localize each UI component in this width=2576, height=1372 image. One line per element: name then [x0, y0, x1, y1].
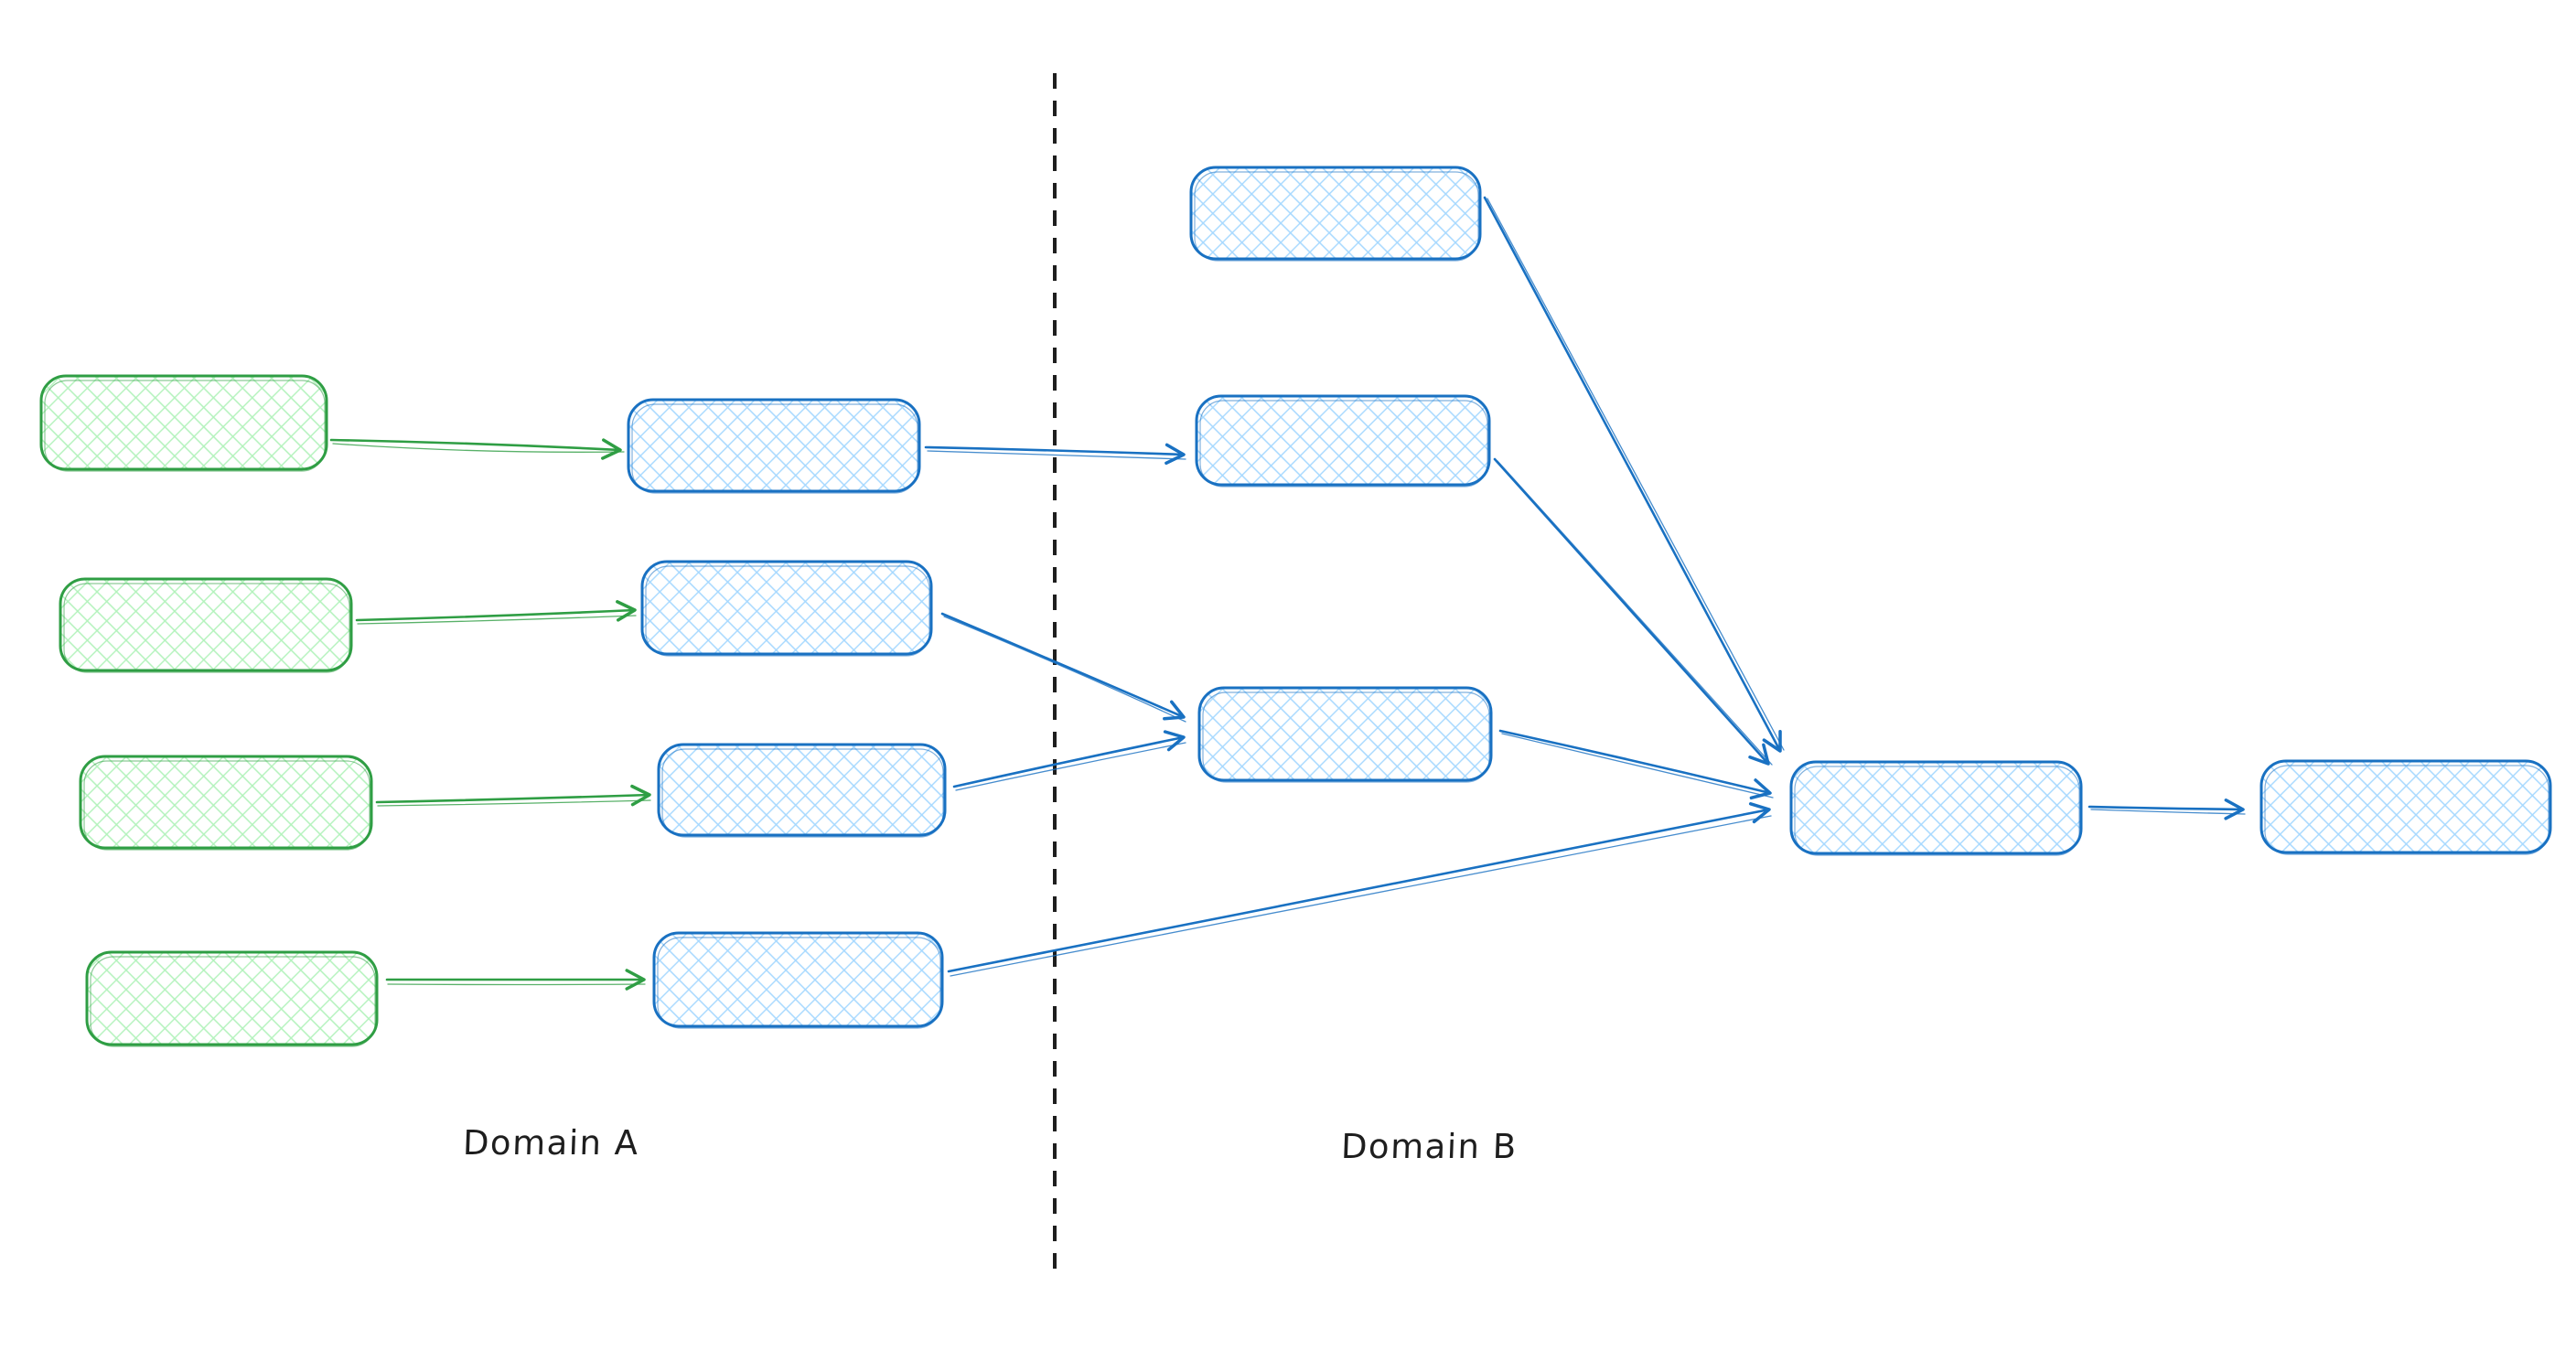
edge-a-source-4--a-stage-4[interactable]: [385, 969, 646, 991]
node-a-stage-3-sketch-stroke: [661, 748, 944, 838]
domain-b-label[interactable]: Domain B: [1340, 1127, 1519, 1166]
edge-a-stage-3--b-stage-3[interactable]: [952, 730, 1186, 791]
node-a-source-1[interactable]: [39, 374, 328, 471]
node-b-stage-3-sketch-stroke: [1202, 691, 1490, 783]
edge-a-stage-1--b-stage-2[interactable]: [924, 443, 1186, 466]
edge-stroke: [357, 615, 637, 625]
node-a-source-3[interactable]: [79, 755, 373, 850]
node-b-output-sketch-stroke: [2264, 765, 2549, 855]
edge-stroke: [1501, 733, 1774, 799]
node-b-stage-2[interactable]: [1195, 394, 1491, 487]
node-a-source-1-sketch-stroke: [44, 380, 326, 472]
edge-stroke: [1487, 198, 1785, 751]
edge-a-stage-4--b-hub[interactable]: [947, 802, 1772, 977]
node-b-stage-3[interactable]: [1197, 686, 1493, 782]
edge-stroke: [387, 983, 646, 986]
node-b-hub[interactable]: [1789, 760, 2083, 855]
node-b-output[interactable]: [2259, 759, 2552, 854]
edge-stroke: [1483, 196, 1782, 753]
edge-stroke: [375, 784, 651, 807]
edge-stroke: [955, 742, 1186, 791]
edge-stroke: [952, 730, 1186, 788]
edge-stroke: [355, 600, 637, 622]
node-b-stage-1-sketch-stroke: [1194, 171, 1479, 262]
edge-a-source-3--a-stage-3[interactable]: [375, 784, 651, 807]
edge-stroke: [927, 450, 1186, 460]
node-b-hub-sketch-stroke: [1794, 766, 2080, 856]
node-a-source-2-sketch-stroke: [63, 583, 350, 673]
edge-stroke: [943, 616, 1186, 723]
node-a-stage-1-sketch-stroke: [631, 403, 918, 494]
node-a-source-2[interactable]: [59, 577, 353, 672]
node-a-stage-3[interactable]: [657, 743, 947, 837]
edge-stroke: [1498, 729, 1772, 800]
edge-stroke: [924, 443, 1186, 466]
node-a-source-4-sketch-stroke: [90, 956, 376, 1047]
edge-stroke: [940, 612, 1186, 721]
node-a-source-4[interactable]: [85, 950, 379, 1046]
node-a-stage-4[interactable]: [652, 931, 944, 1028]
domain-a-label[interactable]: Domain A: [462, 1123, 640, 1163]
edge-stroke: [950, 815, 1772, 977]
node-b-stage-2-sketch-stroke: [1199, 400, 1488, 488]
edge-b-stage-3--b-hub[interactable]: [1498, 729, 1774, 800]
node-a-stage-2-sketch-stroke: [645, 565, 930, 657]
edge-a-source-1--a-stage-1[interactable]: [329, 438, 625, 460]
edge-stroke: [377, 799, 651, 807]
node-b-stage-1[interactable]: [1189, 166, 1482, 261]
edge-stroke: [332, 443, 625, 453]
node-a-stage-1[interactable]: [627, 398, 921, 493]
node-a-source-3-sketch-stroke: [83, 760, 370, 851]
edge-a-source-2--a-stage-2[interactable]: [355, 600, 637, 625]
edge-b-stage-1--b-hub[interactable]: [1483, 196, 1785, 753]
edge-a-stage-2--b-stage-3[interactable]: [940, 612, 1186, 723]
edge-stroke: [947, 802, 1771, 973]
edge-b-hub--b-output[interactable]: [2088, 799, 2246, 820]
edge-stroke: [2088, 799, 2245, 820]
node-a-stage-4-sketch-stroke: [657, 937, 941, 1029]
edge-stroke: [1493, 457, 1770, 766]
node-a-stage-2[interactable]: [640, 560, 933, 656]
edge-stroke: [329, 438, 622, 460]
edge-b-stage-2--b-hub[interactable]: [1493, 457, 1773, 766]
